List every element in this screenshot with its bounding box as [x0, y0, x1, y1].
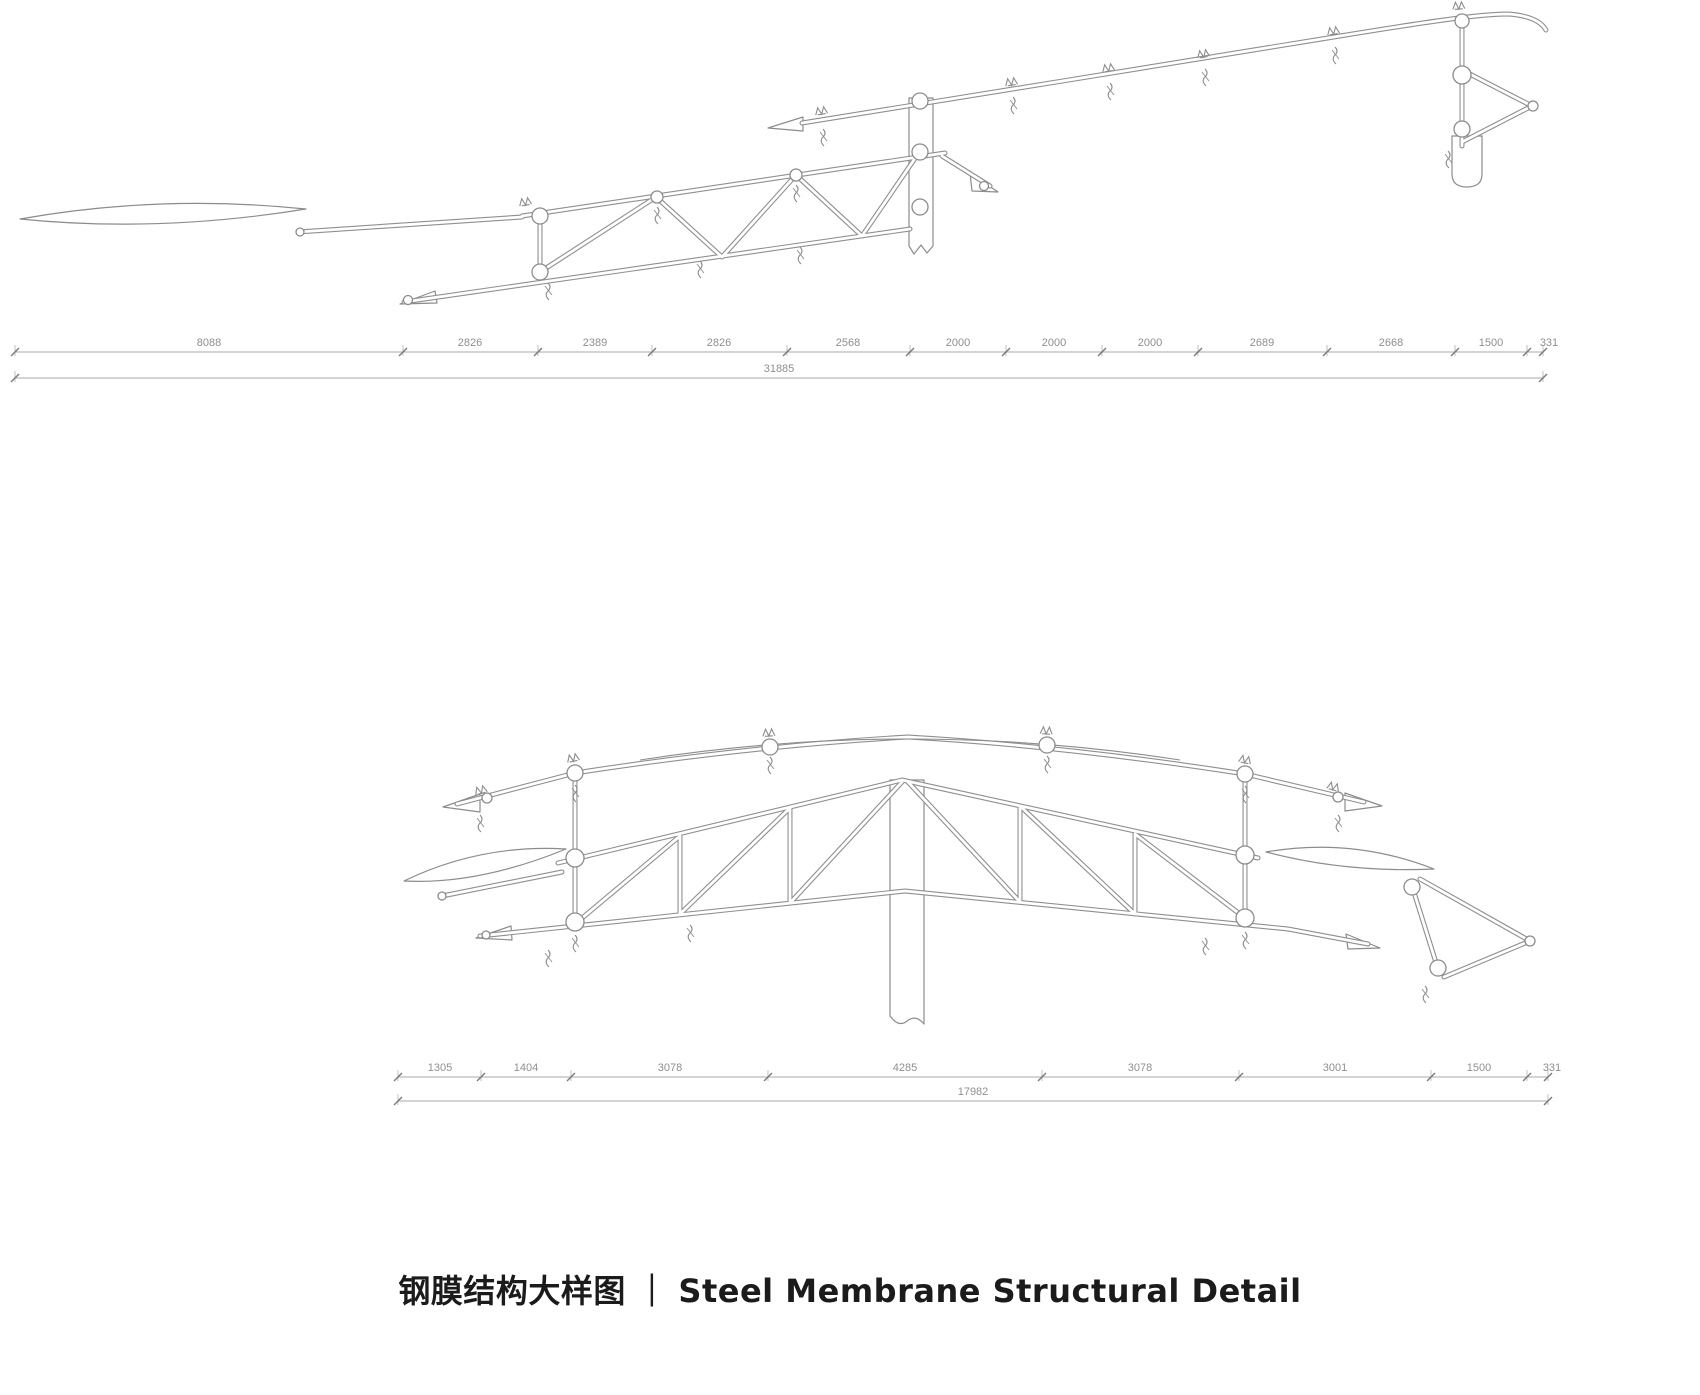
dimension-label: 2689: [1250, 337, 1274, 349]
dimension-label: 1500: [1479, 337, 1503, 349]
top-dimension-line: 8088 2826 2389 2826 2568 2000 2000 2000 …: [10, 337, 1558, 383]
dimension-label: 2668: [1379, 337, 1403, 349]
dimension-label: 4285: [893, 1062, 917, 1074]
membrane-arc: [639, 738, 1181, 761]
bottom-elevation-members: [439, 734, 1533, 980]
dimension-label: 8088: [197, 337, 221, 349]
dimension-label: 3078: [658, 1062, 682, 1074]
dimension-label: 2826: [458, 337, 482, 349]
bottom-elevation-solids: [403, 779, 1435, 1025]
dimension-label: 2826: [707, 337, 731, 349]
dimension-label: 2568: [836, 337, 860, 349]
sheet-title: 钢膜结构大样图｜Steel Membrane Structural Detail: [0, 1266, 1700, 1312]
top-elevation-solids: [19, 97, 1483, 305]
dimension-label: 2000: [1138, 337, 1162, 349]
overall-dimension-label: 31885: [764, 363, 795, 375]
dimension-label: 331: [1540, 337, 1558, 349]
top-elevation-clamp-icons: [518, 1, 1466, 301]
bottom-elevation: [403, 726, 1536, 1025]
top-elevation-members: [295, 11, 1549, 305]
dimension-label: 2000: [946, 337, 970, 349]
overall-dimension-label: 17982: [958, 1086, 989, 1098]
top-elevation: [19, 1, 1549, 306]
dimension-label: 3078: [1128, 1062, 1152, 1074]
bottom-dimension-line: 1305 1404 3078 4285 3078 3001 1500 331 1…: [393, 1062, 1561, 1106]
dimension-label: 1500: [1467, 1062, 1491, 1074]
dimension-label: 3001: [1323, 1062, 1347, 1074]
dimension-label: 2000: [1042, 337, 1066, 349]
dimension-label: 1305: [428, 1062, 452, 1074]
dimension-label: 1404: [514, 1062, 538, 1074]
bottom-elevation-nodes: [437, 736, 1536, 977]
sheet-title-zh: 钢膜结构大样图: [398, 1272, 626, 1310]
sheet-title-en: Steel Membrane Structural Detail: [678, 1272, 1302, 1310]
sheet-title-divider: ｜: [635, 1272, 669, 1310]
dimension-label: 331: [1543, 1062, 1561, 1074]
dimension-label: 2389: [583, 337, 607, 349]
top-elevation-nodes: [295, 13, 1539, 306]
